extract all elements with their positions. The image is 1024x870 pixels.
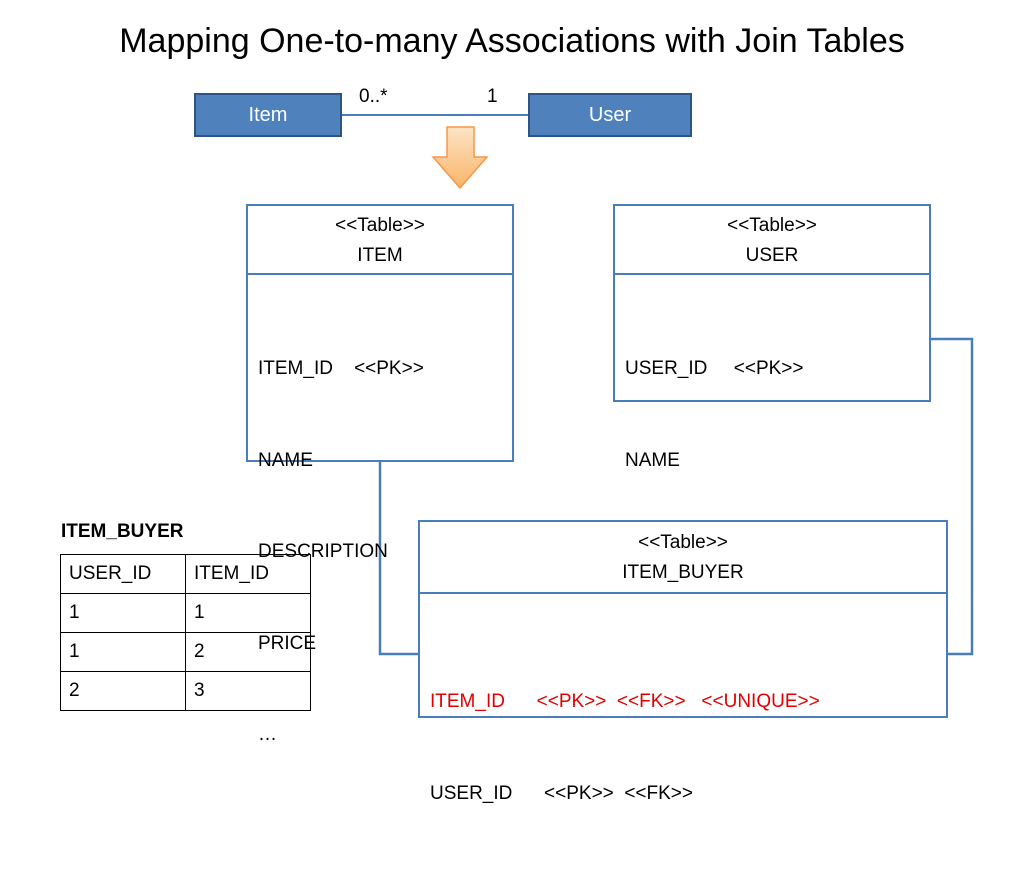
page-title: Mapping One-to-many Associations with Jo…: [119, 22, 905, 60]
uml-class-item: Item: [194, 93, 342, 137]
column-user-id: USER_ID <<PK>>: [625, 358, 804, 379]
column-name: NAME: [258, 449, 313, 471]
table-row: 1 2: [60, 632, 311, 672]
join-table-name: ITEM_BUYER: [622, 562, 744, 583]
table-cell: 1: [185, 593, 311, 633]
table-cell: 3: [185, 671, 311, 711]
data-table-caption: ITEM_BUYER: [61, 521, 184, 542]
item-table-name: ITEM: [357, 245, 403, 266]
multiplicity-right: 1: [487, 86, 498, 107]
table-cell: 2: [60, 671, 186, 711]
user-table-stereotype: <<Table>>: [727, 215, 817, 236]
item-to-join-connector: [378, 462, 418, 656]
table-row: 1 1: [60, 593, 311, 633]
connector-lines: [341, 114, 974, 656]
column-item-id: ITEM_ID <<PK>>: [258, 358, 424, 379]
column-name: NAME: [625, 449, 680, 471]
join-table-columns: ITEM_ID <<PK>> <<FK>> <<UNIQUE>> USER_ID…: [420, 594, 946, 870]
item-table-header: <<Table>> ITEM: [248, 206, 512, 275]
table-row: 2 3: [60, 671, 311, 711]
table-header-row: USER_ID ITEM_ID: [60, 554, 311, 594]
user-table: <<Table>> USER USER_ID <<PK>> NAME …: [613, 204, 931, 562]
table-cell: 1: [60, 593, 186, 633]
user-to-join-connector: [931, 337, 974, 656]
column-ellipsis: …: [258, 724, 277, 745]
join-table-header: <<Table>> ITEM_BUYER: [420, 522, 946, 594]
column-user-id: USER_ID <<PK>> <<FK>>: [430, 782, 693, 804]
table-cell: 2: [185, 632, 311, 672]
join-table-stereotype: <<Table>>: [638, 532, 728, 553]
item-table-stereotype: <<Table>>: [335, 215, 425, 236]
down-arrow-icon: [431, 126, 489, 190]
join-table: <<Table>> ITEM_BUYER ITEM_ID <<PK>> <<FK…: [418, 520, 948, 804]
data-table: USER_ID ITEM_ID 1 1 1 2 2 3: [60, 554, 311, 711]
user-table-header: <<Table>> USER: [615, 206, 929, 275]
multiplicity-left: 0..*: [359, 86, 388, 107]
header-cell-item-id: ITEM_ID: [185, 554, 311, 594]
header-cell-user-id: USER_ID: [60, 554, 186, 594]
table-cell: 1: [60, 632, 186, 672]
item-table: <<Table>> ITEM ITEM_ID <<PK>> NAME DESCR…: [246, 204, 514, 745]
uml-class-user: User: [528, 93, 692, 137]
column-item-id-unique: ITEM_ID <<PK>> <<FK>> <<UNIQUE>>: [430, 691, 820, 712]
user-table-name: USER: [745, 245, 799, 266]
